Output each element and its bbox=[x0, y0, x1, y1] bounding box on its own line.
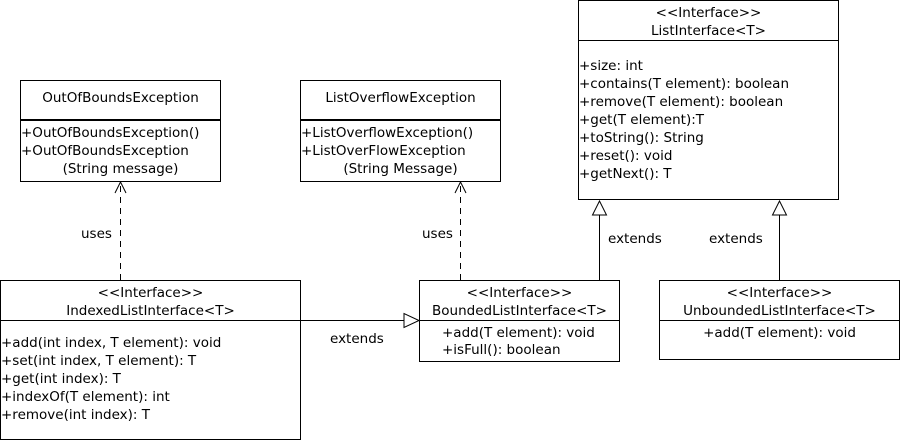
member: +OutOfBoundsException() bbox=[21, 125, 200, 141]
uses-label-left: uses bbox=[81, 226, 112, 242]
uses-label-right: uses bbox=[422, 226, 453, 242]
bounded-list-interface-class: <<Interface>> BoundedListInterface<T> +a… bbox=[419, 280, 620, 362]
indexed-name: IndexedListInterface<T> bbox=[66, 303, 235, 319]
member: +set(int index, T element): T bbox=[1, 353, 197, 369]
member: +size: int bbox=[579, 58, 643, 74]
list-interface-class: <<Interface>> ListInterface<T> +size: in… bbox=[578, 0, 839, 200]
unbounded-name: UnboundedListInterface<T> bbox=[683, 303, 876, 319]
extends-arrowhead-unbounded bbox=[771, 199, 788, 216]
uses-arrowhead-left bbox=[114, 180, 127, 194]
indexed-stereotype: <<Interface>> bbox=[97, 285, 204, 301]
out-of-bounds-name: OutOfBoundsException bbox=[42, 90, 199, 106]
extends-label-indexed: extends bbox=[330, 331, 384, 347]
indexed-header: <<Interface>> IndexedListInterface<T> bbox=[1, 281, 300, 321]
member: +remove(T element): boolean bbox=[579, 94, 784, 110]
bounded-members: +add(T element): void +isFull(): boolean bbox=[420, 321, 619, 358]
member: (String message) bbox=[62, 161, 179, 177]
member: +isFull(): boolean bbox=[442, 342, 561, 358]
list-interface-stereotype: <<Interface>> bbox=[655, 5, 762, 21]
member: +ListOverFlowException bbox=[301, 143, 466, 159]
member: +get(int index): T bbox=[1, 371, 121, 387]
bounded-header: <<Interface>> BoundedListInterface<T> bbox=[420, 281, 619, 321]
list-overflow-members: +ListOverflowException() +ListOverFlowEx… bbox=[301, 121, 500, 178]
member: +add(T element): void bbox=[703, 325, 856, 341]
member: +remove(int index): T bbox=[1, 407, 151, 423]
bounded-stereotype: <<Interface>> bbox=[466, 285, 573, 301]
uses-arrowhead-right bbox=[454, 180, 467, 194]
extends-arrowhead-indexed bbox=[403, 312, 421, 329]
indexed-list-interface-class: <<Interface>> IndexedListInterface<T> +a… bbox=[0, 280, 301, 440]
unbounded-members: +add(T element): void bbox=[660, 321, 899, 342]
unbounded-list-interface-class: <<Interface>> UnboundedListInterface<T> … bbox=[659, 280, 900, 360]
member: +add(int index, T element): void bbox=[1, 335, 222, 351]
member: +get(T element):T bbox=[579, 112, 705, 128]
list-overflow-name: ListOverflowException bbox=[325, 90, 476, 106]
extends-label-unbounded: extends bbox=[709, 231, 763, 247]
list-overflow-header: ListOverflowException bbox=[301, 81, 500, 121]
member: (String Message) bbox=[343, 161, 458, 177]
extends-label-bounded: extends bbox=[608, 231, 662, 247]
unbounded-stereotype: <<Interface>> bbox=[726, 285, 833, 301]
list-interface-members: +size: int +contains(T element): boolean… bbox=[579, 41, 838, 183]
indexed-members: +add(int index, T element): void +set(in… bbox=[1, 321, 300, 424]
member: +getNext(): T bbox=[579, 166, 672, 182]
list-overflow-exception-class: ListOverflowException +ListOverflowExcep… bbox=[300, 80, 501, 182]
out-of-bounds-exception-class: OutOfBoundsException +OutOfBoundsExcepti… bbox=[20, 80, 221, 182]
list-interface-name: ListInterface<T> bbox=[651, 23, 766, 39]
list-interface-header: <<Interface>> ListInterface<T> bbox=[579, 1, 838, 41]
extends-arrowhead-bounded bbox=[591, 199, 608, 216]
member: +add(T element): void bbox=[442, 325, 595, 341]
unbounded-header: <<Interface>> UnboundedListInterface<T> bbox=[660, 281, 899, 321]
member: +toString(): String bbox=[579, 130, 704, 146]
member: +reset(): void bbox=[579, 148, 673, 164]
out-of-bounds-header: OutOfBoundsException bbox=[21, 81, 220, 121]
member: +contains(T element): boolean bbox=[579, 76, 790, 92]
out-of-bounds-members: +OutOfBoundsException() +OutOfBoundsExce… bbox=[21, 121, 220, 178]
member: +OutOfBoundsException bbox=[21, 143, 189, 159]
member: +ListOverflowException() bbox=[301, 125, 474, 141]
bounded-name: BoundedListInterface<T> bbox=[432, 303, 607, 319]
member: +indexOf(T element): int bbox=[1, 389, 170, 405]
